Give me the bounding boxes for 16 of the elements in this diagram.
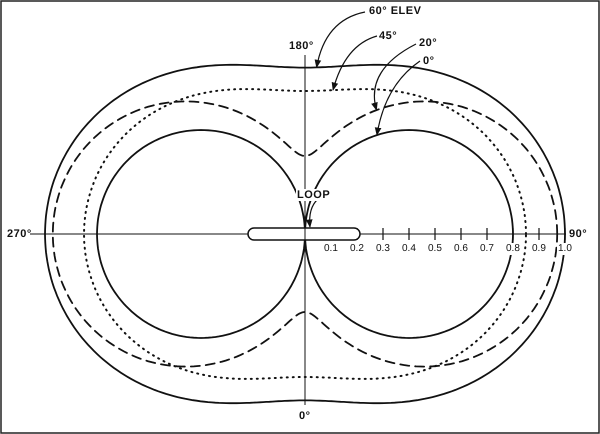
leader-line — [314, 11, 366, 68]
leader-line — [332, 35, 378, 91]
angle-label: 90° — [568, 228, 588, 240]
leader-line — [375, 60, 420, 136]
angle-label: 270° — [6, 228, 33, 240]
curve-label: 60° ELEV — [368, 5, 422, 17]
radiation-pattern-curve — [52, 100, 558, 368]
angle-label: 180° — [288, 40, 315, 52]
curve-label: 0° — [422, 55, 436, 67]
curve-label: 45° — [378, 30, 398, 42]
scale-label: 1.0 — [557, 243, 573, 255]
scale-label: 0.8 — [505, 243, 521, 255]
leader-line — [372, 43, 416, 111]
curve-label: 20° — [418, 37, 438, 49]
leader-line — [306, 198, 318, 228]
angle-label: 0° — [298, 410, 312, 422]
